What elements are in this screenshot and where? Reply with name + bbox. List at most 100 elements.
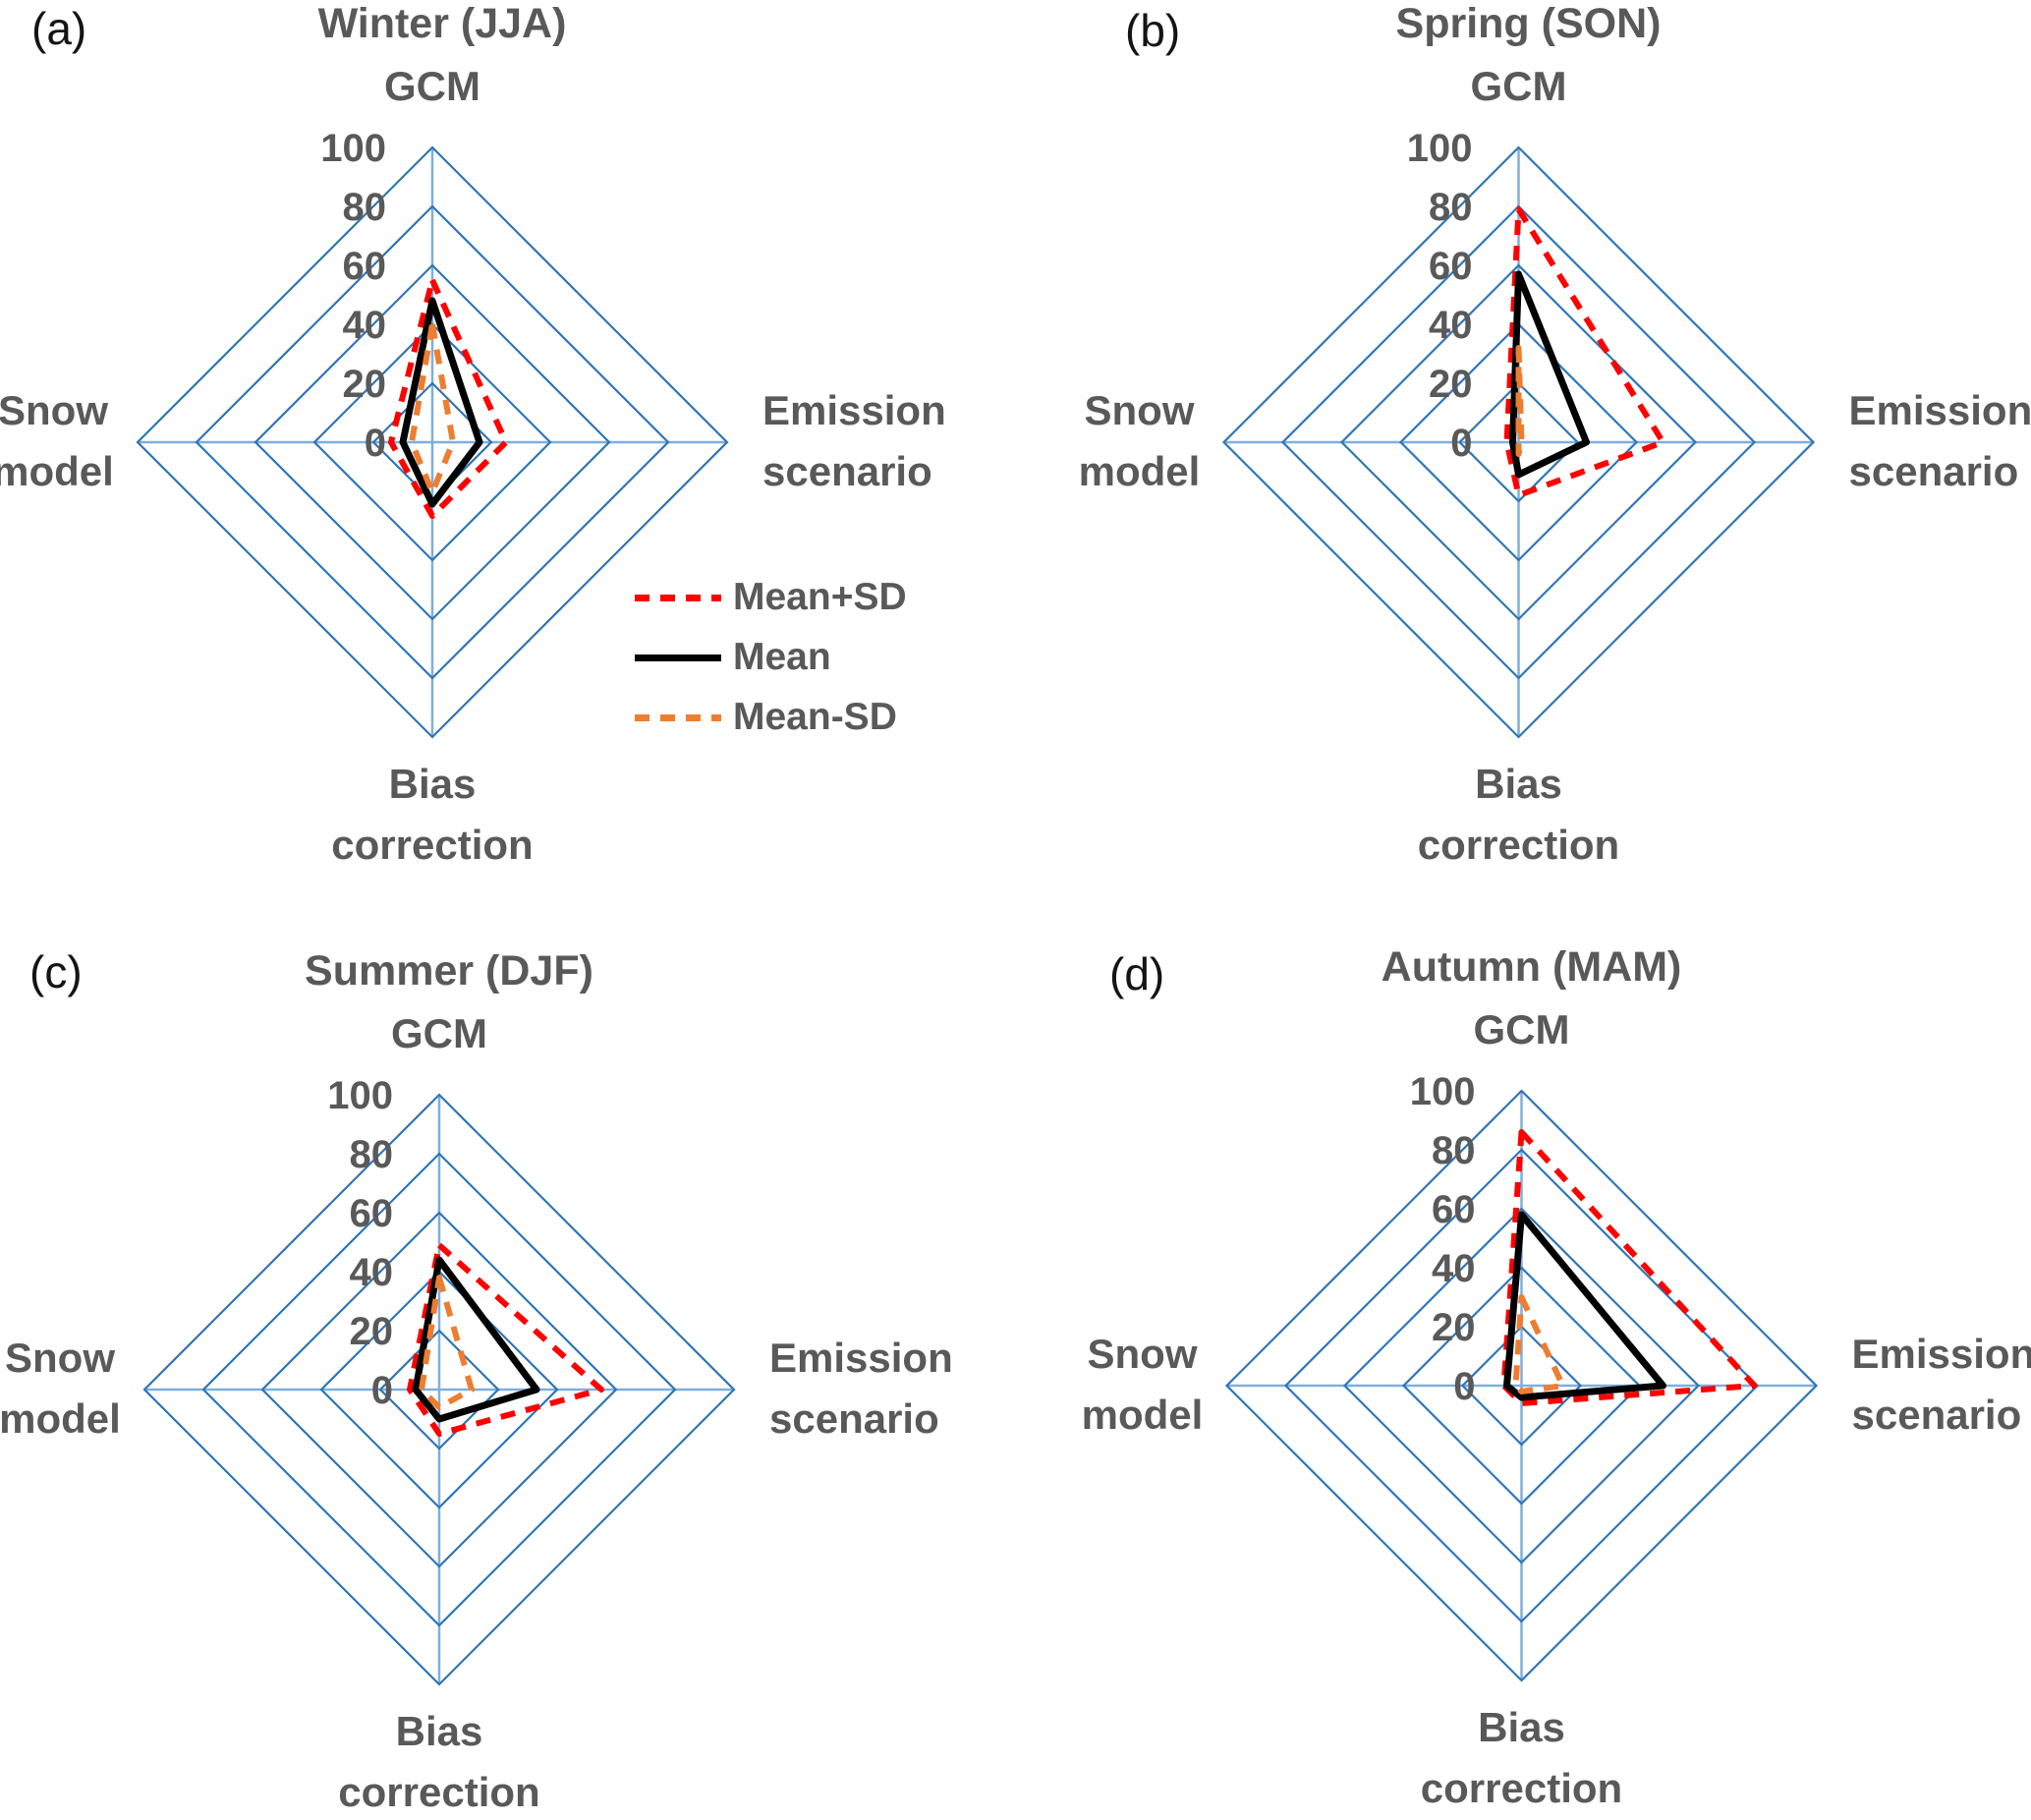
grid-ring-100 — [142, 1093, 736, 1686]
grid-ring-60 — [1339, 263, 1698, 621]
axis-label-emission-line1: Emission — [1849, 387, 2031, 433]
radial-tick-label: 80 — [1432, 1129, 1476, 1172]
axis-label-bias-line2: correction — [338, 1769, 539, 1815]
chart-title: Winter (JJA) — [318, 0, 567, 47]
radial-tick-label: 0 — [1453, 1365, 1475, 1408]
radial-tick-label: 100 — [1407, 127, 1473, 170]
axis-label-emission-line2: scenario — [769, 1395, 939, 1442]
radial-tick-label: 40 — [350, 1251, 394, 1294]
panel-letter: (b) — [1125, 5, 1181, 56]
series-mean-sd — [388, 277, 509, 519]
radial-tick-label: 100 — [327, 1074, 393, 1117]
axis-label-bias-line2: correction — [1421, 1765, 1622, 1811]
radial-tick-label: 20 — [343, 363, 387, 406]
axis-label-snow-line2: model — [1079, 448, 1201, 494]
radial-tick-label: 40 — [343, 304, 387, 347]
legend-label: Mean+SD — [733, 576, 907, 618]
legend-line-sample-orange-dashed — [635, 713, 721, 721]
axis-label-bias-line2: correction — [331, 822, 533, 868]
grid-ring-20 — [378, 1329, 500, 1450]
chart-title: Autumn (MAM) — [1382, 943, 1682, 991]
axis-label-emission-line2: scenario — [762, 448, 932, 494]
legend-line-sample-black-solid — [635, 654, 721, 661]
axis-label-emission-line2: scenario — [1852, 1392, 2022, 1438]
grid-ring-60 — [254, 263, 611, 621]
series-mean-sd — [1503, 206, 1666, 498]
series-mean-sd — [419, 1275, 475, 1410]
axis-label-emission-line1: Emission — [762, 387, 946, 433]
chart-title: Summer (DJF) — [305, 947, 593, 995]
axis-label-bias-line1: Bias — [1475, 761, 1562, 807]
series-mean-sd — [409, 321, 456, 495]
grid-ring-40 — [319, 1270, 559, 1509]
series-mean — [1509, 270, 1590, 479]
axis-label-snow-line2: model — [0, 1395, 121, 1442]
series-mean-sd — [407, 1242, 604, 1437]
series-mean — [412, 1256, 540, 1423]
radial-tick-label: 20 — [350, 1310, 394, 1353]
grid-ring-60 — [1342, 1207, 1701, 1564]
grid-ring-100 — [1224, 1089, 1819, 1682]
radial-tick-label: 40 — [1429, 304, 1473, 347]
radial-tick-label: 40 — [1432, 1247, 1476, 1290]
series-mean — [1503, 1211, 1666, 1401]
radial-tick-label: 60 — [1432, 1188, 1476, 1231]
radial-tick-label: 100 — [320, 127, 386, 170]
grid-ring-80 — [201, 1152, 677, 1627]
radial-tick-label: 20 — [1429, 363, 1473, 406]
axis-label-emission-line1: Emission — [769, 1335, 953, 1381]
grid-ring-40 — [1398, 322, 1639, 562]
axis-label-bias-line1: Bias — [1478, 1704, 1565, 1750]
radial-tick-label: 80 — [350, 1133, 394, 1176]
axis-label-gcm: GCM — [391, 1010, 487, 1056]
axis-label-emission-line1: Emission — [1852, 1331, 2031, 1377]
grid-ring-100 — [1221, 145, 1816, 739]
grid-ring-20 — [1460, 1325, 1583, 1447]
axis-label-gcm: GCM — [384, 63, 480, 109]
legend-item-mean-minus-sd: Mean-SD — [635, 698, 907, 737]
radial-tick-label: 60 — [343, 245, 387, 288]
axis-label-snow-line1: Snow — [1088, 1331, 1198, 1377]
grid-ring-20 — [1457, 381, 1580, 503]
radial-tick-label: 0 — [1450, 422, 1472, 465]
series-mean — [399, 297, 483, 508]
panel-letter: (a) — [31, 3, 87, 54]
axis-label-snow-line1: Snow — [1085, 387, 1195, 433]
grid-ring-80 — [195, 204, 670, 680]
axis-label-snow-line1: Snow — [0, 387, 108, 433]
legend-item-mean-plus-sd: Mean+SD — [635, 578, 907, 617]
radial-tick-label: 0 — [365, 422, 386, 465]
radial-tick-label: 60 — [1429, 245, 1473, 288]
axis-label-gcm: GCM — [1471, 63, 1567, 109]
panel-letter: (d) — [1109, 948, 1165, 999]
grid-ring-40 — [312, 322, 552, 562]
axis-label-snow-line1: Snow — [5, 1335, 115, 1381]
radial-tick-label: 80 — [343, 186, 387, 229]
legend-item-mean: Mean — [635, 638, 907, 677]
axis-label-bias-line2: correction — [1418, 822, 1619, 868]
axis-label-bias-line1: Bias — [396, 1708, 483, 1754]
series-mean-sd — [1515, 345, 1525, 457]
series-mean-sd — [1500, 1129, 1758, 1406]
panel-letter: (c) — [29, 946, 83, 997]
radial-tick-label: 20 — [1432, 1306, 1476, 1349]
series-mean-sd — [1512, 1294, 1566, 1394]
radial-tick-label: 0 — [371, 1369, 393, 1412]
legend-label: Mean-SD — [733, 696, 897, 738]
legend-line-sample-red-dashed — [635, 594, 721, 601]
grid-ring-40 — [1401, 1266, 1642, 1506]
plot-area: 100 80 60 40 20 0 — [136, 127, 729, 739]
chart-title: Spring (SON) — [1396, 0, 1662, 47]
legend-label: Mean — [733, 636, 831, 678]
axis-label-bias-line1: Bias — [389, 761, 477, 807]
